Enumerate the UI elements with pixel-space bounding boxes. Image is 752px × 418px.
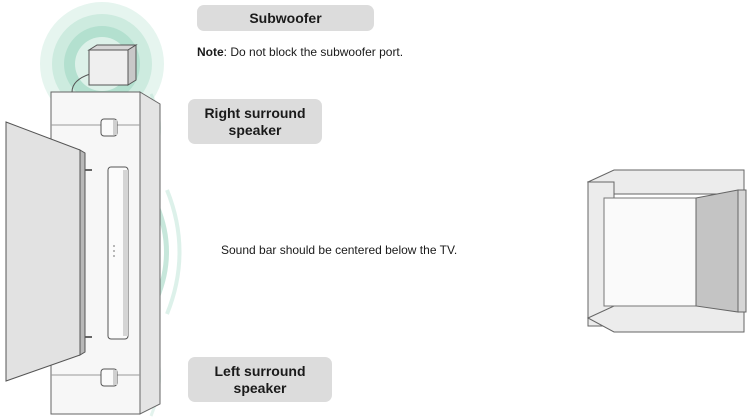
- soundbar-instruction-text: Sound bar should be centered below the T…: [221, 243, 458, 257]
- subwoofer-note: Note: Do not block the subwoofer port.: [197, 45, 403, 59]
- left-surround-speaker: [100, 368, 118, 387]
- couch: [586, 169, 747, 333]
- tv: [5, 121, 92, 382]
- right-surround-speaker: [100, 118, 118, 137]
- left-surround-label: Left surround speaker: [188, 357, 332, 402]
- subwoofer-label-text: Subwoofer: [249, 9, 322, 26]
- right-surround-label: Right surround speaker: [188, 99, 322, 144]
- soundbar-instruction: Sound bar should be centered below the T…: [221, 243, 457, 257]
- note-prefix: Note: [197, 45, 224, 59]
- subwoofer-unit: [87, 44, 138, 86]
- subwoofer-label: Subwoofer: [197, 5, 374, 31]
- note-text: : Do not block the subwoofer port.: [223, 45, 404, 59]
- right-surround-label-text: Right surround speaker: [204, 104, 306, 138]
- subwoofer-cable: [71, 73, 91, 93]
- left-surround-label-text: Left surround speaker: [214, 362, 306, 396]
- sound-bar: [107, 166, 129, 340]
